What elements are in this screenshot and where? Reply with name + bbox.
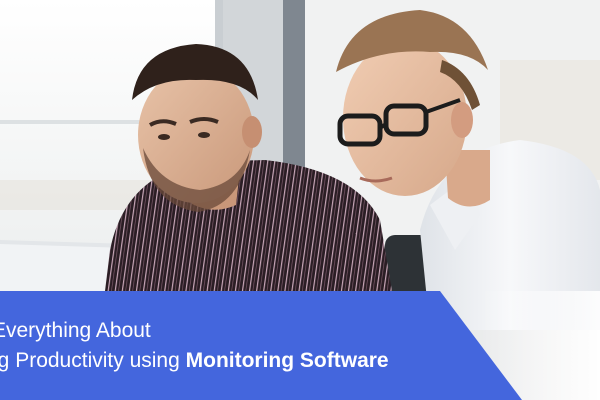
headline-line-2-prefix: ng Productivity using xyxy=(0,349,180,372)
headline: Everything About ng Productivity using M… xyxy=(0,316,470,376)
banner-shape xyxy=(0,291,522,400)
headline-line-2: ng Productivity using Monitoring Softwar… xyxy=(0,346,456,376)
title-banner xyxy=(0,291,600,400)
headline-line-2-bold: Monitoring Software xyxy=(185,349,389,372)
headline-line-1: Everything About xyxy=(0,319,151,342)
